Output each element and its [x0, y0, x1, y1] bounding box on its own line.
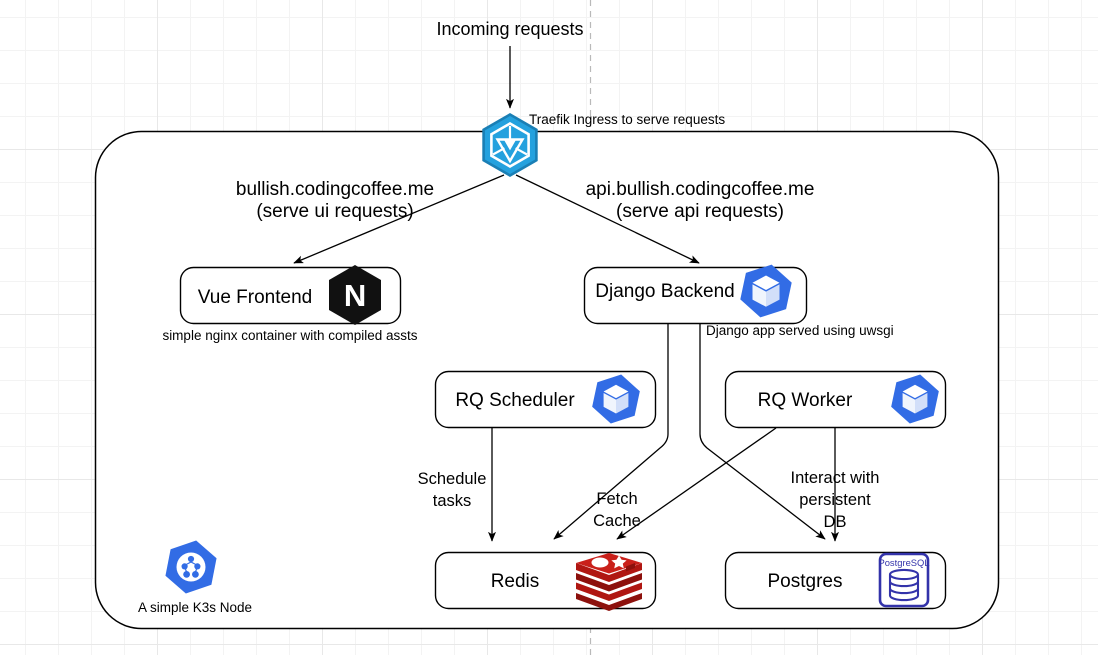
redis-icon — [576, 553, 642, 611]
edge-traefik-to-backend — [515, 174, 700, 264]
node-redis[interactable]: Redis — [434, 551, 657, 612]
frontend-note: simple nginx container with compiled ass… — [162, 328, 417, 343]
edge-backend-to-redis — [553, 324, 669, 540]
cluster-note: A simple K3s Node — [138, 600, 252, 615]
svg-text:Redis: Redis — [491, 571, 540, 592]
edge-label-schedule-tasks: Schedule tasks — [418, 470, 487, 510]
svg-text:Postgres: Postgres — [768, 571, 843, 592]
svg-text:persistent: persistent — [799, 491, 871, 509]
node-rq-worker[interactable]: RQ Worker — [724, 370, 947, 429]
node-postgres[interactable]: Postgres PostgreSQL — [724, 551, 947, 610]
svg-text:bullish.codingcoffee.me: bullish.codingcoffee.me — [236, 179, 434, 200]
page-title: Incoming requests — [436, 19, 583, 39]
svg-text:Vue Frontend: Vue Frontend — [198, 287, 312, 308]
svg-text:RQ Worker: RQ Worker — [758, 390, 853, 411]
k3s-node-icon — [165, 540, 217, 594]
edge-label-persistent-db: Interact with persistent DB — [791, 469, 880, 531]
edge-worker-to-redis — [616, 427, 777, 540]
svg-text:Cache: Cache — [593, 512, 641, 530]
ingress-note: Traefik Ingress to serve requests — [529, 112, 725, 127]
kubernetes-pod-icon — [592, 374, 640, 424]
svg-text:Interact with: Interact with — [791, 469, 880, 487]
nginx-icon: N — [329, 265, 381, 325]
svg-text:PostgreSQL: PostgreSQL — [878, 557, 929, 568]
node-rq-scheduler[interactable]: RQ Scheduler — [434, 370, 657, 429]
edge-label-fetch-cache: Fetch Cache — [593, 490, 641, 530]
traefik-icon — [482, 113, 538, 177]
kubernetes-pod-icon — [740, 264, 792, 318]
postgresql-icon: PostgreSQL — [878, 552, 930, 608]
svg-text:N: N — [344, 278, 366, 313]
svg-text:(serve ui requests): (serve ui requests) — [256, 201, 413, 222]
kubernetes-pod-icon — [891, 374, 939, 424]
svg-text:api.bullish.codingcoffee.me: api.bullish.codingcoffee.me — [586, 179, 815, 200]
backend-note: Django app served using uwsgi — [706, 323, 894, 338]
edge-traefik-to-frontend — [293, 174, 505, 264]
node-vue-frontend[interactable]: Vue Frontend N — [179, 265, 402, 325]
svg-text:DB: DB — [824, 513, 847, 531]
route-api-label: api.bullish.codingcoffee.me (serve api r… — [586, 179, 815, 222]
route-ui-label: bullish.codingcoffee.me (serve ui reques… — [236, 179, 434, 222]
svg-text:RQ Scheduler: RQ Scheduler — [455, 390, 575, 411]
svg-text:(serve api requests): (serve api requests) — [616, 201, 784, 222]
node-django-backend[interactable]: Django Backend — [583, 260, 808, 325]
svg-text:Django Backend: Django Backend — [595, 281, 734, 302]
svg-text:tasks: tasks — [433, 492, 472, 510]
svg-text:Schedule: Schedule — [418, 470, 487, 488]
svg-text:Fetch: Fetch — [596, 490, 637, 508]
edge-backend-to-postgres — [699, 324, 826, 540]
